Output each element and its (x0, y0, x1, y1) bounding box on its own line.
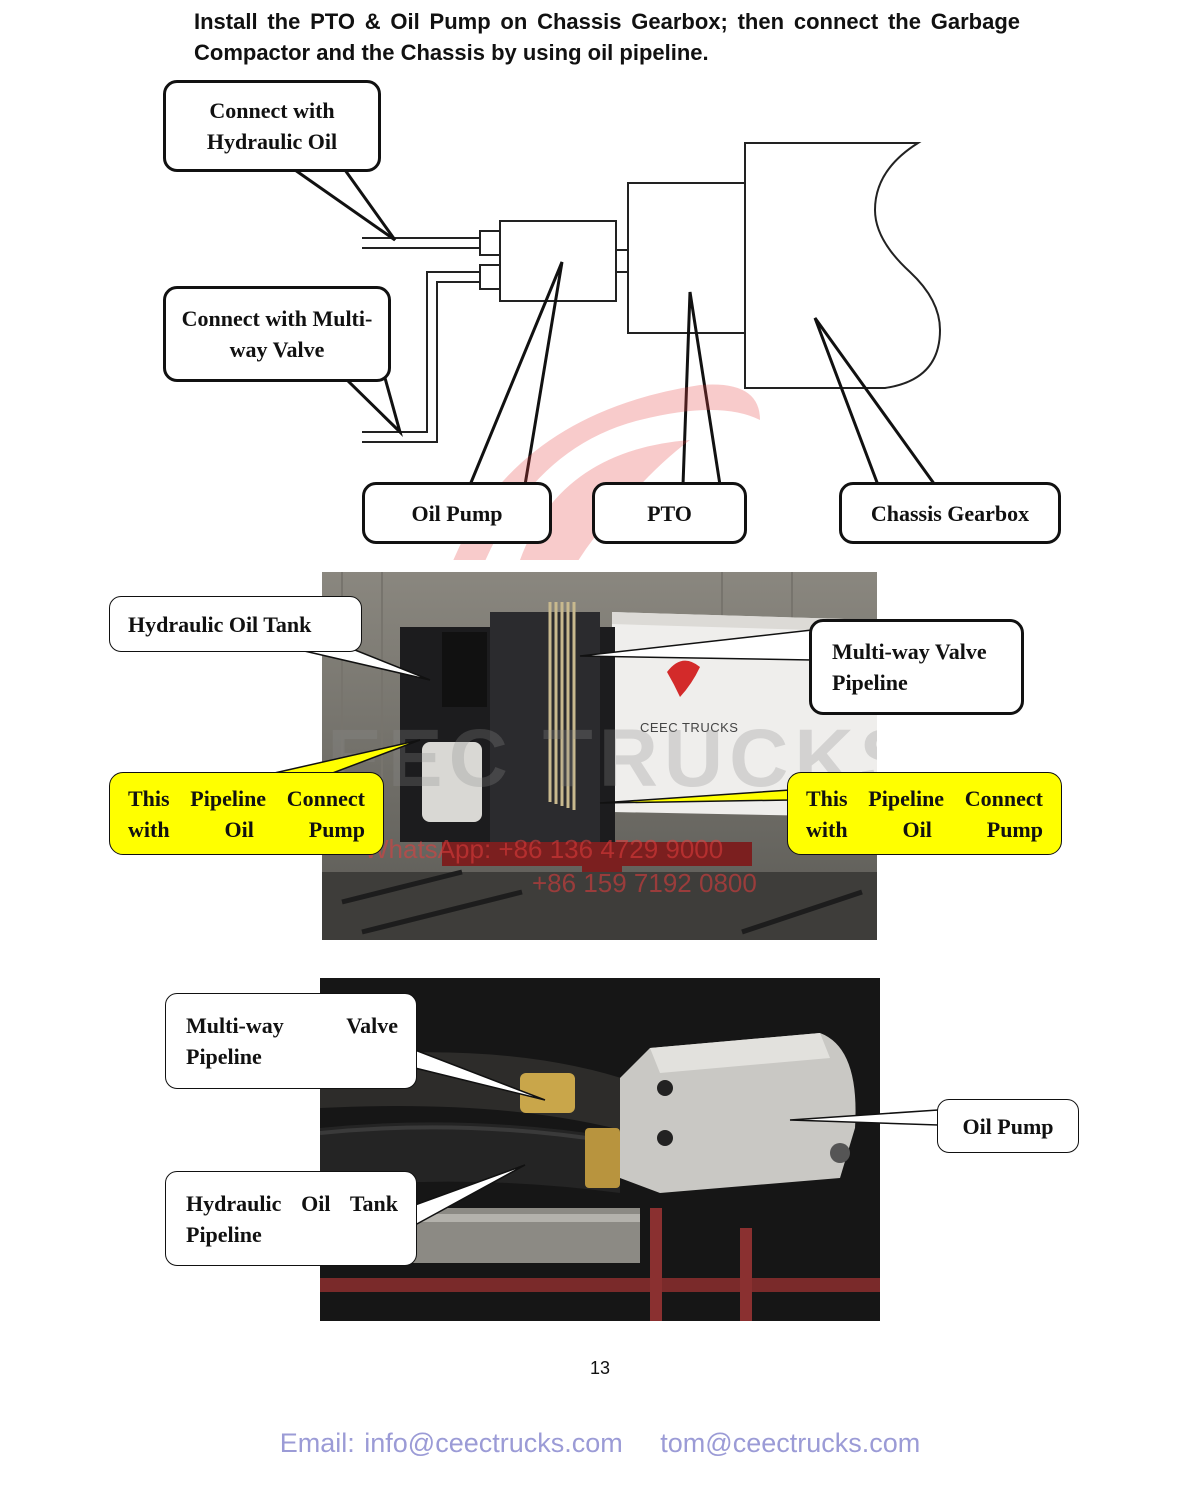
footer-email-2[interactable]: tom@ceectrucks.com (660, 1428, 921, 1458)
watermark-whatsapp: WhatsApp: +86 136 4729 9000 (364, 834, 724, 864)
page-number: 13 (589, 1358, 611, 1378)
callout-pto: PTO (592, 482, 747, 544)
callout-hydraulic-oil-tank: Hydraulic Oil Tank (109, 596, 362, 652)
callout-hydraulic-oil-tank-pipeline: Hydraulic Oil Tank Pipeline (165, 1171, 417, 1266)
callout-chassis-gearbox: Chassis Gearbox (839, 482, 1061, 544)
watermark-phone: +86 159 7192 0800 (532, 868, 757, 898)
oil-pump-box (499, 220, 617, 302)
callout-oil-pump-2: Oil Pump (937, 1099, 1079, 1153)
callout-pipeline-right: This Pipeline Connect with Oil Pump (787, 772, 1062, 855)
callout-oil-pump: Oil Pump (362, 482, 552, 544)
gearbox-outline (744, 142, 942, 389)
callout-multiway-valve-pipeline-2: Multi-way Valve Pipeline (165, 993, 417, 1089)
footer-email[interactable]: Email: info@ceectrucks.com (279, 1428, 623, 1458)
footer-contact: Email: info@ceectrucks.com tom@ceectruck… (0, 1428, 1200, 1459)
compactor-photo: CEEC TRUCKS CEEC TRUCKS WhatsApp: +86 13… (322, 572, 877, 940)
callout-hydraulic-oil: Connect with Hydraulic Oil (163, 80, 381, 172)
callout-multiway-valve: Connect with Multi-way Valve (163, 286, 391, 382)
callout-multiway-valve-pipeline: Multi-way Valve Pipeline (809, 619, 1024, 715)
truck-logo-text: CEEC TRUCKS (640, 720, 739, 735)
intro-text: Install the PTO & Oil Pump on Chassis Ge… (194, 9, 1020, 65)
pto-box (627, 182, 746, 334)
callout-pipeline-left: This Pipeline Connect with Oil Pump (109, 772, 384, 855)
